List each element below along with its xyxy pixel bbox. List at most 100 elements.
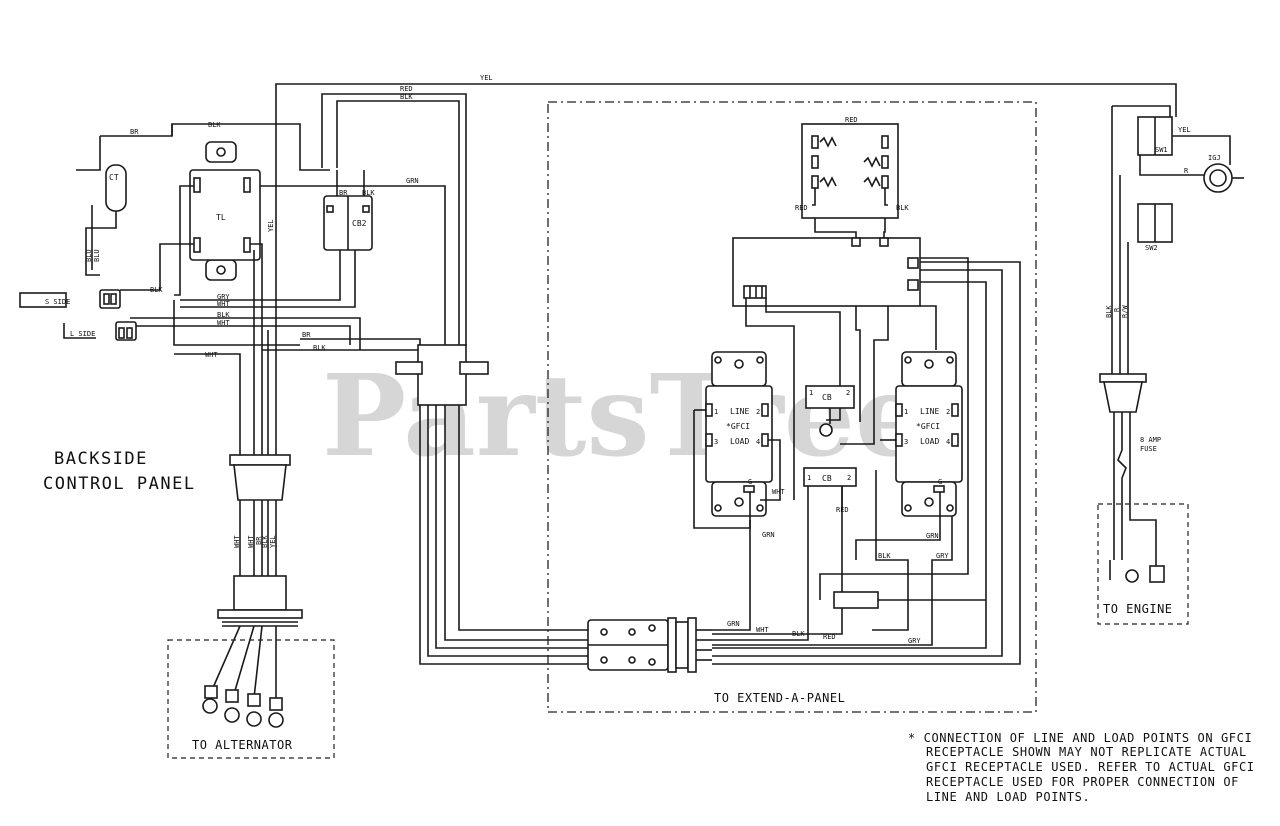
wire-label-wht-low: WHT <box>205 351 218 359</box>
terminal-block <box>587 617 712 673</box>
cb-upper: CB 1 2 <box>805 385 855 437</box>
wire-label-grn-top: GRN <box>406 177 419 185</box>
gfci-left-line: LINE <box>730 407 749 416</box>
wire-label-blk-mid: BLK <box>217 311 230 319</box>
harness-label-blk: BLK <box>261 535 269 548</box>
wire-label-blk-low: BLK <box>313 344 326 352</box>
backside-label-line1: BACKSIDE <box>54 449 148 469</box>
wire-label-blk-right: BLK <box>878 552 891 560</box>
wire-label-red-top: RED <box>400 85 413 93</box>
note-line2: RECEPTACLE SHOWN MAY NOT REPLICATE ACTUA… <box>926 745 1247 759</box>
wire-label-blu: BLU <box>85 249 93 262</box>
wire-label-br-cb2: BR <box>339 189 348 197</box>
tl-transformer: TL <box>189 141 261 281</box>
wire-label-blk-bottom: BLK <box>792 630 805 638</box>
wire-label-wht-gfci: WHT <box>772 488 785 496</box>
note-line3: GFCI RECEPTACLE USED. REFER TO ACTUAL GF… <box>926 760 1255 774</box>
sw2-label: SW2 <box>1145 244 1158 252</box>
wire-label-wht-1: WHT <box>217 300 230 308</box>
tl-label: TL <box>216 213 226 222</box>
top-wires <box>76 83 1177 350</box>
backside-label-line2: CONTROL PANEL <box>43 474 196 494</box>
gfci-right-load: LOAD <box>920 437 939 446</box>
bottom-inline-connector <box>833 591 986 609</box>
gfci-left-n2: 2 <box>756 408 760 416</box>
igj-label: IGJ <box>1208 154 1221 162</box>
l-side-connector: L SIDE <box>63 321 137 341</box>
s-side-label: S SIDE <box>45 298 70 306</box>
panel-outer-wires <box>712 257 1021 665</box>
top-switch <box>801 123 899 238</box>
to-engine-label: TO ENGINE <box>1103 602 1173 616</box>
cb2-breaker: CB2 <box>323 195 373 251</box>
to-alternator-label: TO ALTERNATOR <box>192 738 293 752</box>
engine-box <box>1097 503 1189 625</box>
gfci-receptacle-right: 1 2 3 4 LINE *GFCI LOAD G <box>855 351 963 560</box>
wire-label-blk-tl: BLK <box>208 121 221 129</box>
gfci-receptacle-left: 1 2 3 4 LINE *GFCI LOAD G <box>693 351 781 529</box>
l-side-label: L SIDE <box>70 330 95 338</box>
to-extend-a-panel-label: TO EXTEND-A-PANEL <box>714 691 845 705</box>
s-side-connector: S SIDE <box>19 289 121 309</box>
gfci-right-n1: 1 <box>904 408 908 416</box>
panel-inner-wires <box>745 298 937 500</box>
fuse-label-line2: FUSE <box>1140 445 1157 453</box>
cb-upper-n1: 1 <box>809 389 813 397</box>
wire-label-blk-left: BLK <box>150 286 163 294</box>
junction-connector <box>395 344 588 665</box>
harness-label-wht: WHT <box>233 535 241 548</box>
wire-label-blk-top: BLK <box>400 93 413 101</box>
cb-upper-n2: 2 <box>846 389 850 397</box>
cb-lower: CB 1 2 <box>803 467 857 510</box>
cb-lower-label: CB <box>822 474 832 483</box>
harness-label-br: BR <box>255 536 263 545</box>
cb-lower-n2: 2 <box>847 474 851 482</box>
wire-label-blk-engine: BLK <box>1105 305 1113 318</box>
engine-section: SW1 IGJ SW2 <box>1099 105 1244 583</box>
gfci-right-line: LINE <box>920 407 939 416</box>
wire-label-gry-bottom: GRY <box>908 637 921 645</box>
wire-label-wht-2: WHT <box>217 319 230 327</box>
note-line4: RECEPTACLE USED FOR PROPER CONNECTION OF <box>926 775 1239 789</box>
gfci-left-gfci: *GFCI <box>726 422 750 431</box>
gfci-left-n1: 1 <box>714 408 718 416</box>
left-lower-wires <box>120 185 430 455</box>
wire-label-yel-top: YEL <box>480 74 493 82</box>
wire-label-grn-bottom: GRN <box>727 620 740 628</box>
wire-label-grn-right: GRN <box>926 532 939 540</box>
gfci-right-n4: 4 <box>946 438 950 446</box>
gfci-right-gfci: *GFCI <box>916 422 940 431</box>
wire-label-r-right: R <box>1184 167 1189 175</box>
wire-label-grn-gfci: GRN <box>762 531 775 539</box>
wire-label-red-cb: RED <box>836 506 849 514</box>
gfci-right-g: G <box>938 478 942 486</box>
wire-label-gry: GRY <box>217 293 230 301</box>
cb2-label: CB2 <box>352 219 367 228</box>
wire-label-br-top: BR <box>130 128 139 136</box>
note-line5: LINE AND LOAD POINTS. <box>926 790 1090 804</box>
wire-label-wht-bottom: WHT <box>756 626 769 634</box>
cb-lower-n1: 1 <box>807 474 811 482</box>
harness-label-wht-2: WHT <box>247 535 255 548</box>
fuse-label-line1: 8 AMP <box>1140 436 1161 444</box>
gfci-left-g: G <box>748 478 752 486</box>
gfci-left-n3: 3 <box>714 438 718 446</box>
harness-label-yel: YEL <box>269 535 277 548</box>
note-line1: * CONNECTION OF LINE AND LOAD POINTS ON … <box>908 731 1252 745</box>
wire-label-red-bottom: RED <box>823 633 836 641</box>
wire-label-r-engine: R <box>1113 307 1121 312</box>
wire-label-blu-2: BLU <box>93 249 101 262</box>
switch-label-blk: BLK <box>896 204 909 212</box>
gfci-right-n2: 2 <box>946 408 950 416</box>
alternator-box <box>167 639 335 759</box>
wire-label-rw-engine: R/W <box>1121 305 1129 318</box>
alternator-harness <box>202 454 303 728</box>
gfci-left-n4: 4 <box>756 438 760 446</box>
switch-label-red: RED <box>845 116 858 124</box>
ct-transformer: CT <box>85 164 127 276</box>
wire-label-yel-right: YEL <box>1178 126 1191 134</box>
gfci-right-n3: 3 <box>904 438 908 446</box>
panel-board <box>732 237 921 307</box>
ct-label: CT <box>109 173 119 182</box>
gfci-left-load: LOAD <box>730 437 749 446</box>
